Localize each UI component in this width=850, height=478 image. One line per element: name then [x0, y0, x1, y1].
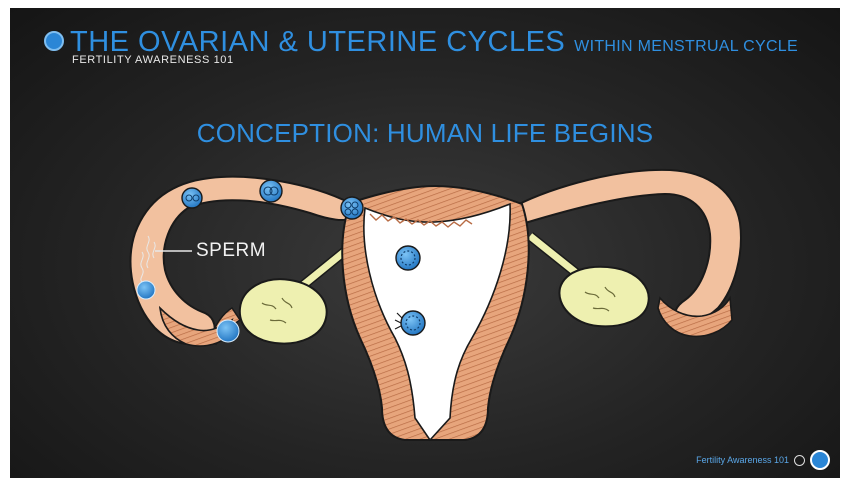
footer-ring-icon — [794, 455, 805, 466]
uterus — [342, 186, 528, 440]
slide-footer: Fertility Awareness 101 — [696, 450, 830, 470]
reproductive-diagram — [10, 8, 840, 478]
two-cell-embryo — [260, 180, 282, 202]
blastocyst-cell — [396, 246, 420, 270]
morula-cell — [341, 197, 363, 219]
footer-dot-icon — [810, 450, 830, 470]
ovum-cell — [137, 281, 155, 299]
released-ovum-cell — [217, 320, 239, 342]
right-ovary — [530, 236, 649, 326]
slide: THE OVARIAN & UTERINE CYCLES WITHIN MENS… — [10, 8, 840, 478]
footer-text: Fertility Awareness 101 — [696, 455, 789, 465]
zygote-cell — [182, 188, 202, 208]
sperm-label: SPERM — [196, 240, 266, 262]
